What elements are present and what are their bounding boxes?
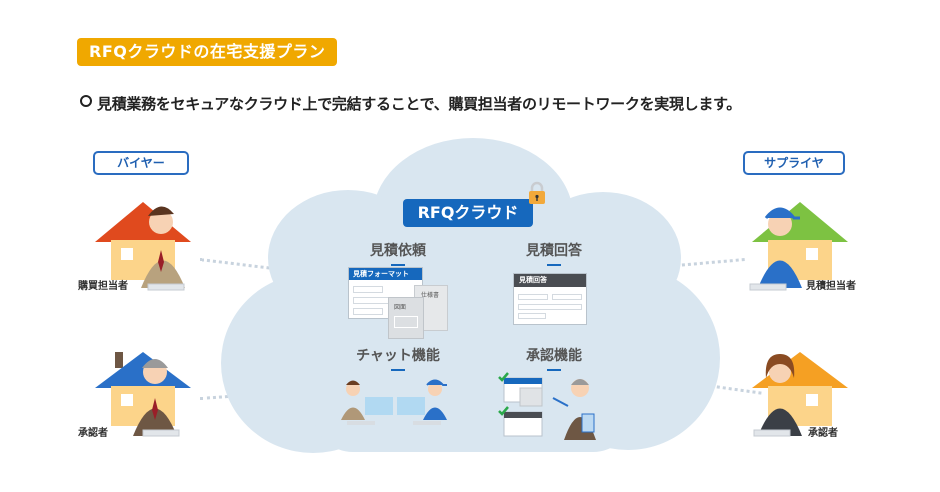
feature-quote-request-label: 見積依頼 [370,243,426,259]
quote-response-doc-header: 見積回答 [514,274,586,287]
buyer-purchaser-illustration [95,202,191,291]
house-roof [95,202,191,242]
feature-quote-response-label: 見積回答 [526,243,582,259]
cloud-shape [221,138,720,453]
feature-quote-request: 見積依頼 [338,240,458,266]
quote-format-doc-header: 見積フォーマット [349,268,422,280]
supplier-approver-illustration [752,352,848,437]
buyer-label: バイヤー [93,151,189,175]
feature-underline [547,369,561,371]
supplier-label: サプライヤ [743,151,845,175]
drawing-doc-label: 図面 [394,304,407,311]
lock-icon [529,181,545,204]
feature-chat: チャット機能 [338,345,458,371]
feature-chat-label: チャット機能 [356,348,440,364]
buyer-approver-role: 承認者 [78,428,108,439]
lead-text: 見積業務をセキュアなクラウド上で完結することで、購買担当者のリモートワークを実現… [80,93,741,114]
feature-approval: 承認機能 [494,345,614,371]
feature-underline [391,264,405,266]
quote-request-docs-illustration: 見積フォーマット 仕様書 図面 [348,267,453,339]
bullet-icon [80,95,92,107]
spec-doc-label: 仕様書 [421,292,440,299]
approval-illustration [498,372,596,440]
chat-illustration [341,379,447,425]
supplier-estimator-role: 見積担当者 [806,281,856,292]
feature-underline [547,264,561,266]
cloud-title: RFQクラウド [403,199,533,227]
supplier-approver-role: 承認者 [808,428,838,439]
quote-format-doc: 見積フォーマット [348,267,423,319]
plan-title-badge: RFQクラウドの在宅支援プラン [77,38,338,66]
supplier-estimator-illustration [749,202,848,291]
feature-quote-response: 見積回答 [494,240,614,266]
buyer-approver-illustration [95,352,191,437]
lead-sentence: 見積業務をセキュアなクラウド上で完結することで、購買担当者のリモートワークを実現… [97,95,741,113]
drawing-doc: 図面 [388,297,424,339]
feature-approval-label: 承認機能 [526,348,582,364]
feature-underline [391,369,405,371]
buyer-purchaser-role: 購買担当者 [78,281,128,292]
house-roof [752,202,848,242]
house-roof [95,352,191,388]
quote-response-doc: 見積回答 [513,273,587,325]
